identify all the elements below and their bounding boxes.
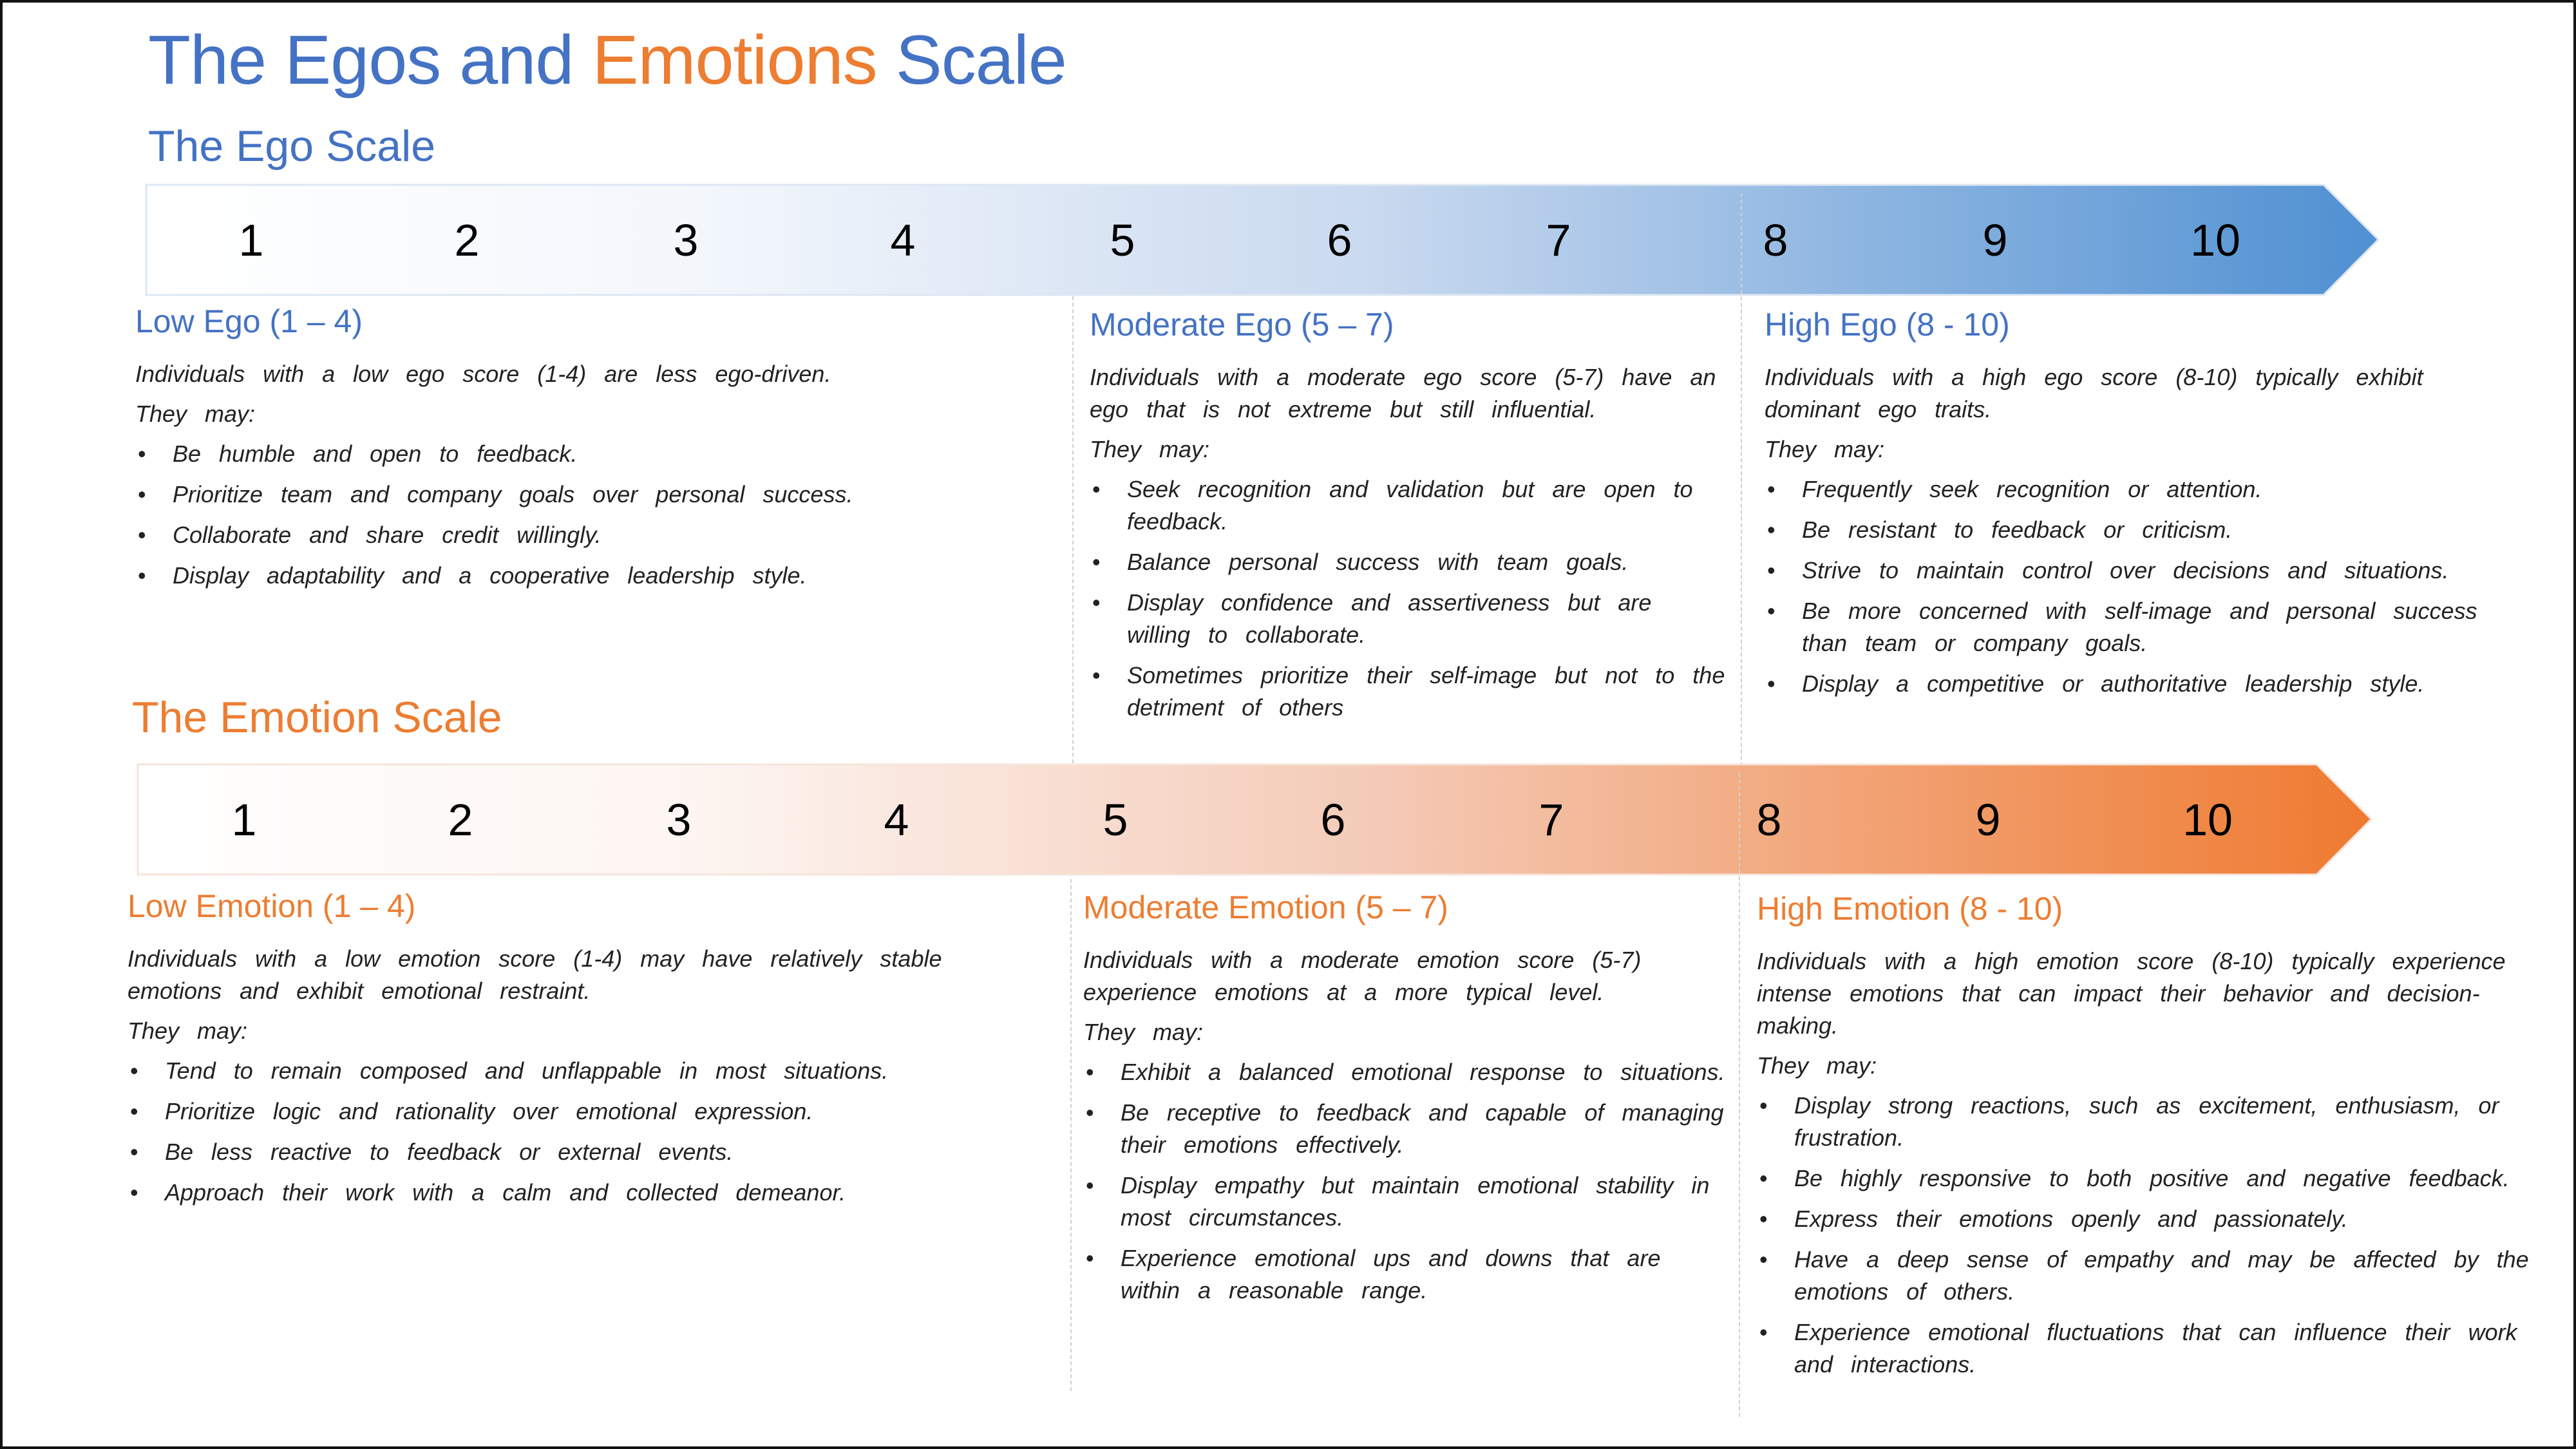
ego-high-column: High Ego (8 - 10) Individuals with a hig… <box>1765 306 2512 708</box>
ego-high-description: Individuals with a high ego score (8-10)… <box>1765 364 2423 422</box>
emotion-scale-arrow: 1 2 3 4 5 6 7 8 9 10 <box>137 763 2372 876</box>
ego-scale-number: 5 <box>1110 214 1135 265</box>
emotion-scale-number: 4 <box>884 794 909 845</box>
emotion-scale-number: 3 <box>666 794 692 845</box>
ego-scale-number: 4 <box>890 214 916 265</box>
list-item: Approach their work with a calm and coll… <box>128 1177 1042 1209</box>
emotion-high-bullets: Display strong reactions, such as excite… <box>1757 1090 2530 1381</box>
emotion-scale-number: 7 <box>1539 794 1564 845</box>
emotion-arrow-shape <box>137 763 2372 876</box>
emotion-moderate-column: Moderate Emotion (5 – 7) Individuals wit… <box>1083 889 1727 1315</box>
emotion-high-heading: High Emotion (8 - 10) <box>1757 891 2063 927</box>
list-item: Prioritize logic and rationality over em… <box>128 1095 1042 1128</box>
ego-scale-number: 8 <box>1763 214 1788 265</box>
emotion-moderate-bullets: Exhibit a balanced emotional response to… <box>1083 1056 1727 1307</box>
ego-scale-number: 2 <box>454 214 480 265</box>
ego-low-column: Low Ego (1 – 4) Individuals with a low e… <box>135 303 1037 600</box>
list-item: Be highly responsive to both positive an… <box>1757 1162 2530 1195</box>
list-item: Experience emotional ups and downs that … <box>1083 1242 1727 1307</box>
emotion-scale-number: 10 <box>2183 794 2233 845</box>
emotion-low-column: Low Emotion (1 – 4) Individuals with a l… <box>128 887 1042 1217</box>
emotion-low-bullets: Tend to remain composed and unflappable … <box>128 1055 1042 1209</box>
ego-low-bullets: Be humble and open to feedback. Prioriti… <box>135 438 1037 592</box>
ego-scale-number: 6 <box>1327 214 1352 265</box>
emotion-low-heading: Low Emotion (1 – 4) <box>128 888 416 924</box>
list-item: Seek recognition and validation but are … <box>1090 473 1727 538</box>
list-item: Express their emotions openly and passio… <box>1757 1203 2530 1235</box>
emotion-scale-number: 2 <box>448 794 473 845</box>
ego-scale-arrow: 1 2 3 4 5 6 7 8 9 10 <box>145 184 2380 296</box>
emotion-scale-number: 5 <box>1103 794 1128 845</box>
ego-scale-number: 3 <box>673 214 699 265</box>
emotion-scale-number: 6 <box>1320 794 1346 845</box>
emotion-moderate-heading: Moderate Emotion (5 – 7) <box>1083 889 1448 925</box>
list-item: Balance personal success with team goals… <box>1090 546 1727 578</box>
ego-high-heading: High Ego (8 - 10) <box>1765 307 2010 343</box>
emotion-moderate-they-may: They may: <box>1083 1019 1204 1045</box>
list-item: Experience emotional fluctuations that c… <box>1757 1316 2530 1381</box>
emotion-scale-number: 9 <box>1975 794 2001 845</box>
emotion-low-description: Individuals with a low emotion score (1-… <box>128 945 942 1004</box>
list-item: Be humble and open to feedback. <box>135 438 1037 470</box>
ego-scale-number: 1 <box>238 214 264 265</box>
ego-divider <box>1072 296 1074 776</box>
title-part-emotions: Emotions <box>592 21 877 99</box>
ego-moderate-they-may: They may: <box>1090 436 1210 462</box>
emotion-high-description: Individuals with a high emotion score (8… <box>1757 948 2506 1039</box>
list-item: Display confidence and assertiveness but… <box>1090 587 1727 651</box>
title-part-egos: The Egos and <box>148 21 574 99</box>
list-item: Exhibit a balanced emotional response to… <box>1083 1056 1727 1088</box>
list-item: Tend to remain composed and unflappable … <box>128 1055 1042 1087</box>
ego-scale-title: The Ego Scale <box>148 122 436 171</box>
title-part-scale: Scale <box>895 21 1067 99</box>
emotion-scale-number: 1 <box>231 794 257 845</box>
list-item: Collaborate and share credit willingly. <box>135 519 1037 551</box>
ego-moderate-heading: Moderate Ego (5 – 7) <box>1090 307 1394 343</box>
list-item: Be resistant to feedback or criticism. <box>1765 514 2512 546</box>
ego-scale-number: 10 <box>2190 214 2240 265</box>
list-item: Display strong reactions, such as excite… <box>1757 1090 2530 1154</box>
emotion-scale-title: The Emotion Scale <box>132 693 502 742</box>
ego-low-they-may: They may: <box>135 401 256 427</box>
ego-arrow-shape <box>145 184 2380 296</box>
emotion-low-they-may: They may: <box>128 1018 248 1044</box>
list-item: Be less reactive to feedback or external… <box>128 1136 1042 1168</box>
ego-high-they-may: They may: <box>1765 436 1885 462</box>
emotion-moderate-description: Individuals with a moderate emotion scor… <box>1083 947 1642 1005</box>
emotion-high-they-may: They may: <box>1757 1052 1877 1079</box>
list-item: Be receptive to feedback and capable of … <box>1083 1097 1727 1161</box>
list-item: Prioritize team and company goals over p… <box>135 478 1037 511</box>
ego-scale-number: 9 <box>1982 214 2008 265</box>
list-item: Have a deep sense of empathy and may be … <box>1757 1244 2530 1308</box>
ego-moderate-column: Moderate Ego (5 – 7) Individuals with a … <box>1090 306 1727 732</box>
ego-moderate-bullets: Seek recognition and validation but are … <box>1090 473 1727 724</box>
emotion-scale-number: 8 <box>1756 794 1782 845</box>
ego-divider <box>1741 193 1742 773</box>
page-title: The Egos and Emotions Scale <box>148 19 1067 100</box>
ego-moderate-description: Individuals with a moderate ego score (5… <box>1090 364 1716 422</box>
list-item: Display a competitive or authoritative l… <box>1765 668 2512 700</box>
ego-high-bullets: Frequently seek recognition or attention… <box>1765 473 2512 700</box>
list-item: Be more concerned with self-image and pe… <box>1765 595 2512 659</box>
list-item: Frequently seek recognition or attention… <box>1765 473 2512 506</box>
list-item: Display adaptability and a cooperative l… <box>135 560 1037 592</box>
ego-low-description: Individuals with a low ego score (1-4) a… <box>135 361 831 387</box>
emotion-high-column: High Emotion (8 - 10) Individuals with a… <box>1757 890 2530 1389</box>
list-item: Display empathy but maintain emotional s… <box>1083 1170 1727 1234</box>
list-item: Sometimes prioritize their self-image bu… <box>1090 659 1727 724</box>
emotion-divider <box>1070 879 1072 1391</box>
ego-low-heading: Low Ego (1 – 4) <box>135 303 363 339</box>
list-item: Strive to maintain control over decision… <box>1765 554 2512 587</box>
ego-scale-number: 7 <box>1546 214 1571 265</box>
emotion-divider <box>1739 773 1740 1417</box>
